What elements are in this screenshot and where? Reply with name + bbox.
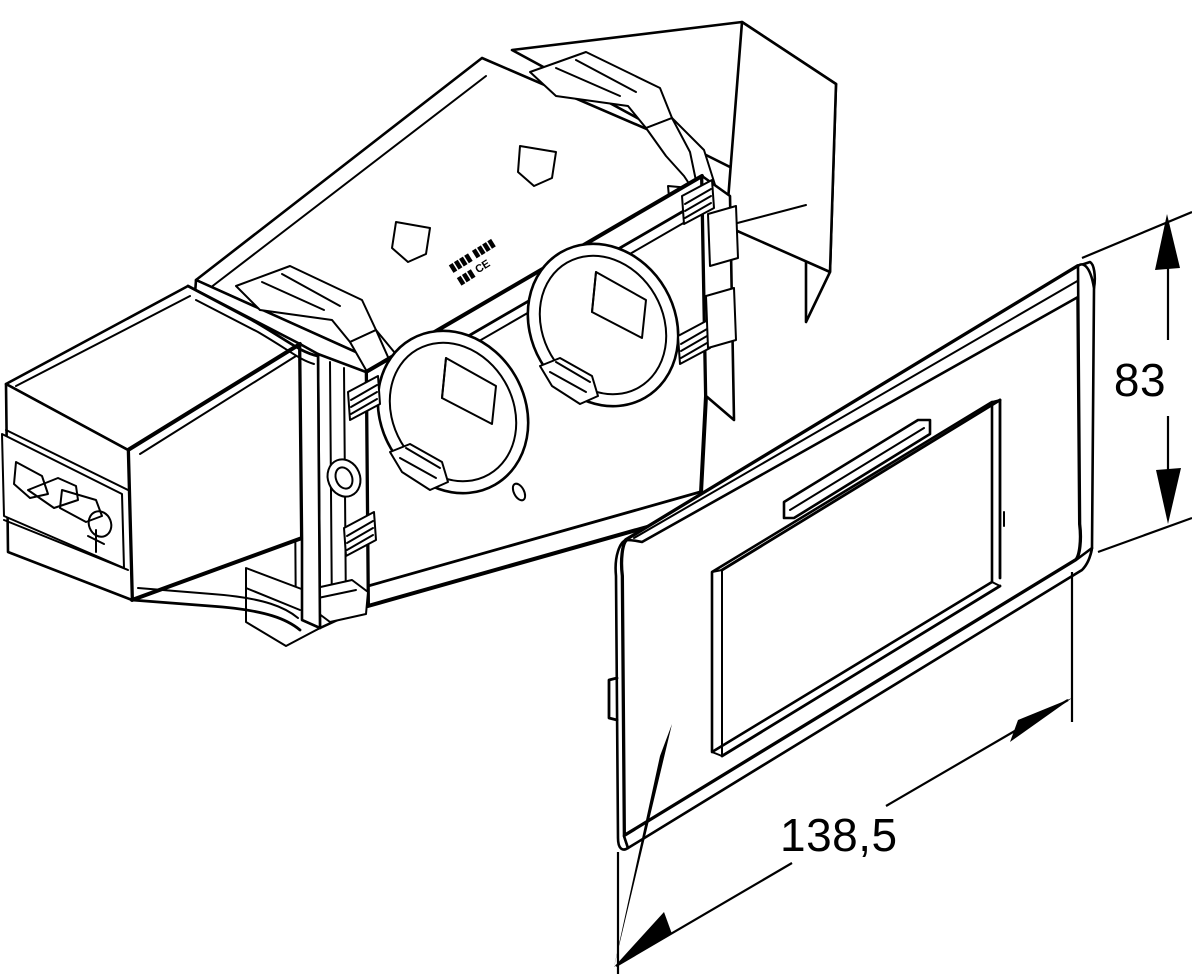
socket-right-pin-apertures (539, 357, 599, 405)
module-side-tab-lower (705, 287, 737, 349)
socket-right-inner-rim (538, 254, 668, 396)
terminal-rear-wing (298, 342, 322, 630)
top-cover-crease-1 (209, 75, 487, 289)
screw-boss (326, 458, 362, 498)
vent-upper-left (347, 375, 381, 421)
frame-bottom-latch (313, 579, 369, 623)
latch-rear-slot-1 (555, 67, 621, 97)
vent-lower-left-slat-1 (346, 520, 374, 537)
dimension-1385-value: 138,5 (780, 809, 898, 861)
socket-right-pin-slot-2 (555, 361, 591, 383)
vent-upper-left-slat-1 (350, 384, 378, 401)
cover-plate-aperture-inner-bottom (720, 584, 1002, 758)
cover-plate (607, 260, 1097, 851)
top-cover-tab-1 (517, 145, 557, 187)
module-side-tab-upper (707, 205, 739, 267)
frame-bottom-latch-body (313, 579, 369, 623)
vent-lower-left (343, 511, 377, 557)
terminal-rib-lower (130, 598, 302, 632)
screw-hole (511, 482, 527, 502)
socket-left-inner-rim (388, 341, 518, 483)
cover-plate-aperture-depth-2 (711, 751, 723, 757)
dimension-83-value: 83 (1114, 354, 1166, 406)
frame-bottom-latch-edge (317, 589, 357, 599)
terminal-band-1 (5, 429, 129, 491)
cover-plate-bottom-edge (622, 546, 1094, 850)
dimension-1385-arrow-left (614, 724, 672, 967)
cover-plate-top-bevel-inner (633, 275, 1087, 539)
dimension-height-83: 83 (1081, 210, 1192, 554)
latch-rear-slot-2 (575, 59, 637, 93)
cover-plate-label-slot-inner (789, 427, 925, 511)
terminal-rib-lower-2 (137, 587, 299, 619)
socket-left-pin-slot-2 (405, 447, 441, 469)
terminal-contact-2 (27, 477, 79, 509)
vent-upper-right-slat-3 (684, 202, 712, 219)
cover-plate-right-edge (1074, 263, 1096, 564)
vent-upper-right (681, 179, 715, 225)
cover-plate-aperture-depth-4 (991, 581, 1001, 587)
vent-upper-right-slat-2 (684, 195, 712, 212)
mounting-frame-foot-edge (245, 587, 301, 611)
vent-lower-left-slat-2 (346, 527, 374, 544)
rear-housing-edge-a (725, 204, 807, 227)
terminal-screw (87, 510, 113, 538)
screw-boss-inner (334, 466, 354, 490)
socket-right-pin-slot-1 (549, 371, 587, 393)
module-front-lower-edge (366, 490, 702, 588)
dimension-width-1385: 138,5 (614, 572, 1074, 974)
dimension-1385-line-left (615, 862, 793, 967)
socket-module-assembly: ▮▮▮▮ ▮▮▮▮ ▮▮▮ CE (1, 20, 838, 647)
socket-left (376, 329, 530, 495)
top-cover-tab-2 (391, 221, 431, 263)
terminal-block-housing (1, 284, 322, 632)
dimension-83-arrow-bottom (1156, 468, 1181, 524)
top-cover-tabs (391, 145, 557, 263)
terminal-rib-upper (186, 284, 320, 358)
socket-left-earth-edge (441, 357, 447, 399)
cover-plate-aperture-inner-top (720, 398, 1002, 572)
latch-front-slot-2 (281, 273, 341, 307)
dimension-1385-arrow-right (1010, 698, 1072, 742)
terminal-contact-1 (13, 461, 49, 499)
dimension-83-extension-top (1081, 210, 1192, 260)
mounting-frame-rail-edge-1 (329, 361, 333, 623)
terminal-rib-upper-2 (195, 299, 315, 365)
socket-right (526, 242, 680, 408)
cover-plate-left-edge (614, 538, 630, 851)
cover-plate-top-bevel (624, 260, 1097, 544)
vent-upper-left-slat-2 (350, 391, 378, 408)
socket-right-earth-edge (591, 271, 597, 313)
latch-front-slot-1 (261, 281, 325, 311)
dimension-83-extension-bottom (1097, 516, 1192, 554)
screw-boss-outer (326, 458, 362, 498)
vent-lower-right-slat-1 (680, 328, 708, 345)
vent-lower-right-slat-2 (680, 335, 708, 352)
vent-upper-right-slat-1 (684, 188, 712, 205)
terminal-contact-3 (59, 489, 103, 523)
terminal-top-crease (15, 295, 191, 387)
cover-plate-aperture-depth-3 (991, 399, 1001, 403)
socket-left-pin-apertures (389, 443, 449, 491)
socket-left-pin-slot-1 (399, 457, 437, 479)
cover-plate-aperture-depth-1 (711, 569, 723, 573)
vent-lower-left-slat-3 (346, 534, 374, 551)
vent-upper-left-slat-3 (350, 398, 378, 415)
dimension-83-arrow-top (1155, 214, 1180, 270)
rear-housing-side-panel (724, 20, 838, 274)
cover-plate-left-notch (607, 676, 619, 722)
terminal-contacts (13, 461, 113, 553)
dimension-1385-arrow-left-fill (614, 912, 672, 967)
terminal-front-crease (139, 355, 297, 455)
terminal-band-2 (3, 519, 129, 571)
vent-lower-right-slat-3 (680, 342, 708, 359)
